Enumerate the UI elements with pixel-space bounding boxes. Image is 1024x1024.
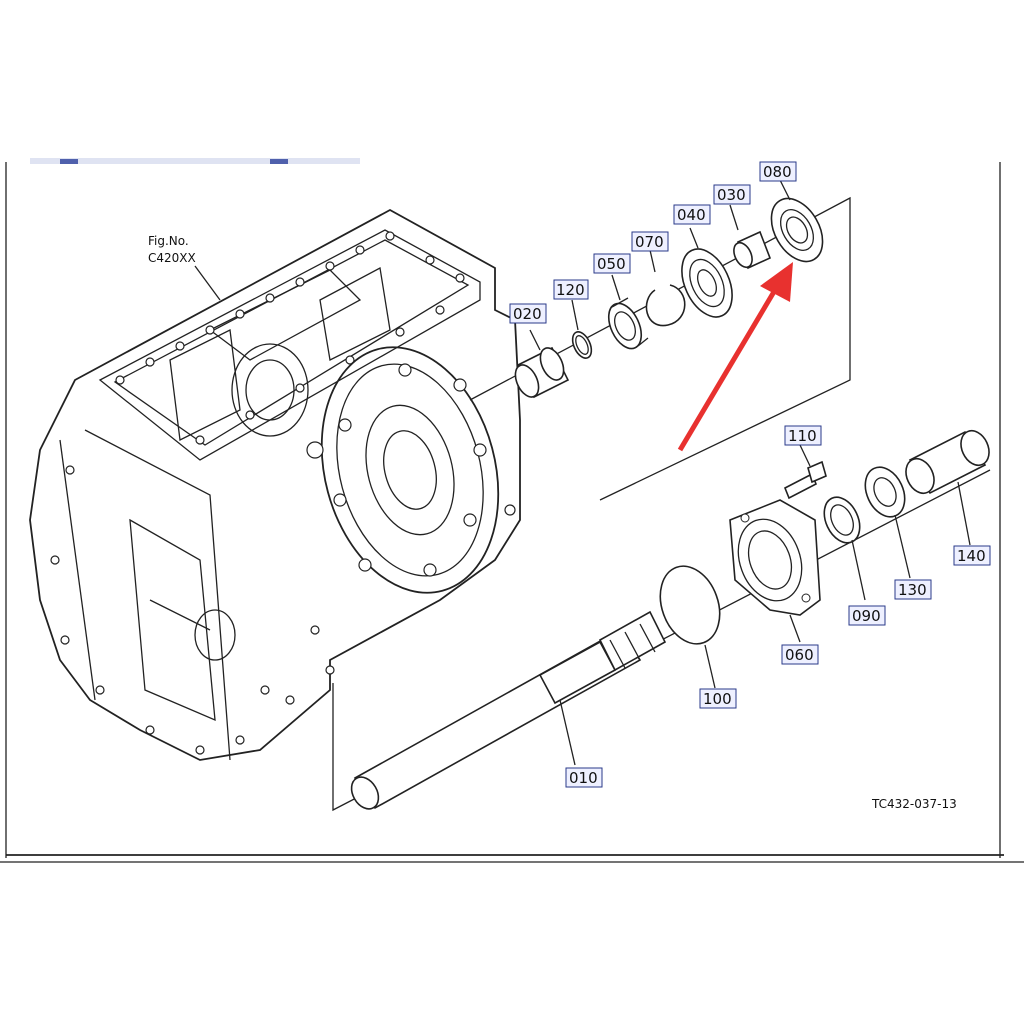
part-130-washer [864, 466, 911, 579]
page-frame [0, 162, 1024, 863]
part-060-housing [729, 499, 821, 643]
part-090-oil-seal [823, 496, 866, 601]
part-080-seal [770, 179, 824, 263]
label-140: 140 [957, 547, 986, 565]
label-050: 050 [597, 255, 626, 273]
part-070-circlip [645, 249, 686, 327]
figure-number-label: Fig.No. C420XX [148, 234, 221, 301]
part-040-bearing [681, 227, 733, 318]
part-050-oil-seal [607, 274, 649, 350]
part-030-spacer [729, 204, 772, 270]
label-120: 120 [556, 281, 585, 299]
part-100-o-ring [659, 565, 721, 689]
fig-no-line2: C420XX [148, 251, 196, 265]
label-030: 030 [717, 186, 746, 204]
fig-no-line1: Fig.No. [148, 234, 189, 248]
part-120-snap-ring [571, 299, 593, 359]
label-090: 090 [852, 607, 881, 625]
part-010-shaft [350, 610, 667, 810]
drawing-code: TC432-037-13 [871, 797, 957, 811]
label-130: 130 [898, 581, 927, 599]
label-110: 110 [788, 427, 817, 445]
label-080: 080 [763, 163, 792, 181]
label-010: 010 [569, 769, 598, 787]
part-020-bushing [514, 329, 570, 399]
red-pointer-arrow [677, 262, 793, 452]
part-110-bolt [783, 444, 827, 500]
part-140-sleeve [905, 429, 990, 546]
label-060: 060 [785, 646, 814, 664]
label-070: 070 [635, 233, 664, 251]
label-100: 100 [703, 690, 732, 708]
transmission-case [29, 208, 521, 761]
part-labels: 020 120 050 070 040 030 080 110 140 130 … [509, 161, 991, 788]
label-020: 020 [513, 305, 542, 323]
top-header-strip [0, 0, 1024, 164]
label-040: 040 [677, 206, 706, 224]
